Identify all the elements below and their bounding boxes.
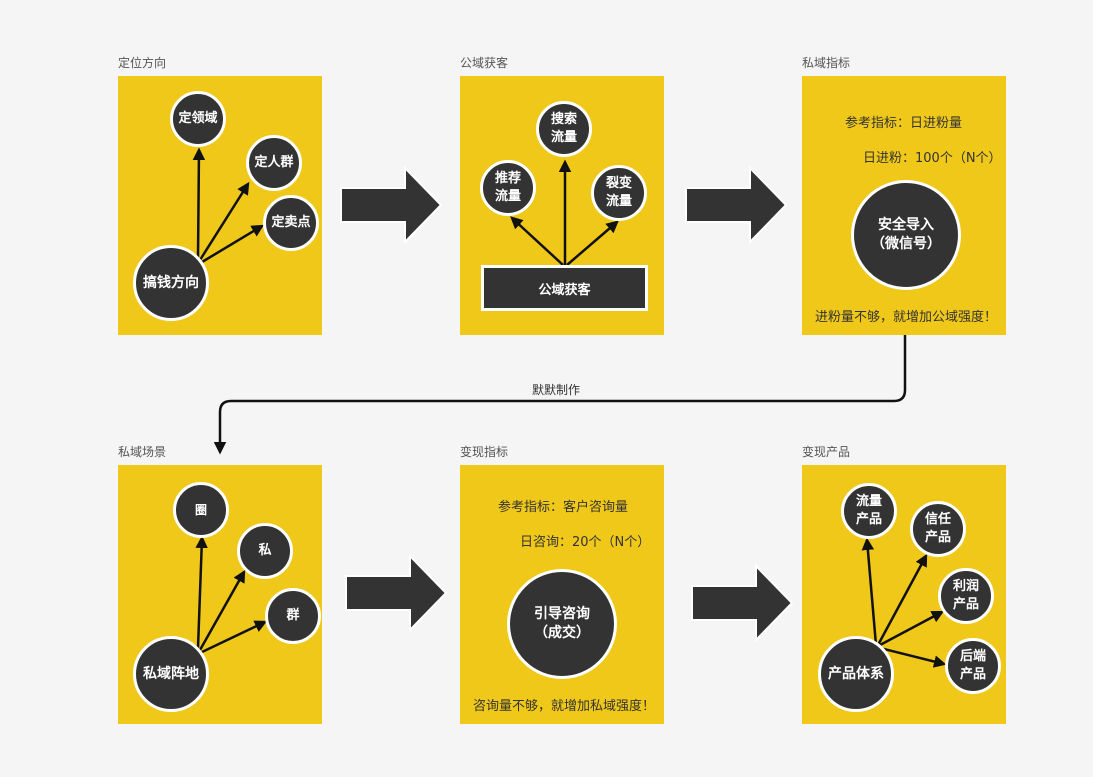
private-metric-reference: 参考指标：日进粉量 (845, 116, 963, 131)
panel-label-positioning: 定位方向 (118, 56, 167, 70)
node-private-base: 私域阵地 (133, 636, 209, 712)
private-metric-daily: 日进粉：100个（N个） (863, 151, 1002, 166)
panel-label-public-acquisition: 公域获客 (460, 56, 509, 70)
node-circle: 圈 (173, 482, 229, 538)
node-traffic-product: 流量 产品 (841, 483, 897, 539)
node-define-audience: 定人群 (246, 135, 302, 191)
panel-label-private-metrics: 私域指标 (802, 56, 851, 70)
flow-arrow-2 (685, 165, 788, 245)
node-safe-import: 安全导入 （微信号） (851, 180, 961, 290)
panel-label-monetization-metrics: 变现指标 (460, 445, 509, 459)
flow-arrow-3 (345, 553, 448, 633)
node-money-direction: 搞钱方向 (133, 245, 209, 321)
private-metric-footer: 进粉量不够，就增加公域强度！ (815, 310, 998, 325)
node-private: 私 (237, 523, 293, 579)
node-define-field: 定领域 (170, 91, 226, 147)
node-product-system: 产品体系 (818, 636, 894, 712)
monetization-metric-footer: 咨询量不够，就增加私域强度！ (473, 699, 656, 714)
node-profit-product: 利润 产品 (938, 568, 994, 624)
connector-label: 默默制作 (530, 381, 583, 398)
flow-arrow-4 (691, 563, 794, 643)
monetization-metric-reference: 参考指标：客户咨询量 (498, 500, 629, 515)
node-viral-traffic: 裂变 流量 (591, 165, 647, 221)
node-search-traffic: 搜索 流量 (536, 101, 592, 157)
node-define-selling-point: 定卖点 (263, 195, 319, 251)
monetization-metric-daily: 日咨询：20个（N个） (520, 535, 651, 550)
node-group: 群 (265, 588, 321, 644)
node-backend-product: 后端 产品 (945, 638, 1001, 694)
public-acquisition-base: 公域获客 (481, 265, 648, 311)
node-trust-product: 信任 产品 (910, 501, 966, 557)
panel-label-monetization-products: 变现产品 (802, 445, 851, 459)
node-guide-consult: 引导咨询 （成交） (507, 569, 617, 679)
panel-label-private-scenes: 私域场景 (118, 445, 167, 459)
flow-arrow-1 (340, 165, 443, 245)
node-recommend-traffic: 推荐 流量 (480, 160, 536, 216)
